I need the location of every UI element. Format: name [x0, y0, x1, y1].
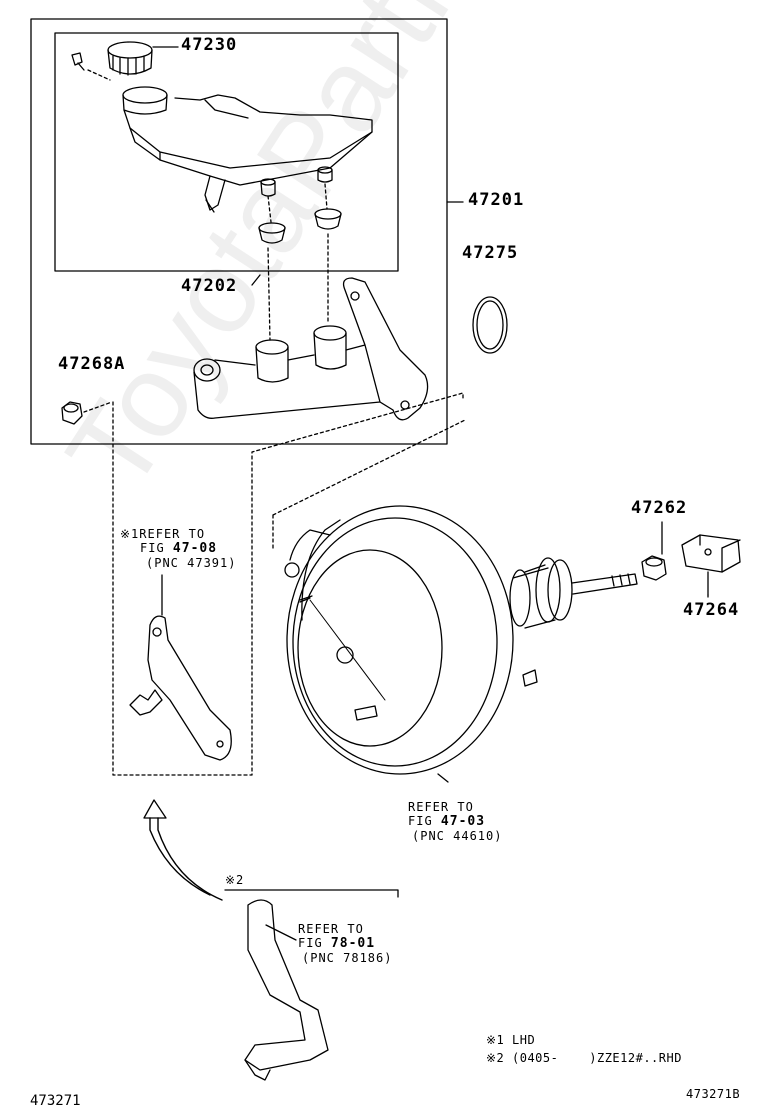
ref-lhd-mark: ※1 — [120, 527, 140, 541]
reservoir-tank — [122, 86, 373, 213]
brake-booster — [284, 505, 638, 783]
ref-rhd-fig-prefix: FIG — [298, 936, 323, 950]
part-number-47262: 47262 — [631, 498, 688, 518]
ref-rhd-fig: 78-01 — [330, 936, 376, 951]
part-number-47268A: 47268A — [58, 354, 126, 374]
ref-rhd-bracket: REFER TO FIG 78-01 (PNC 78186) — [298, 922, 392, 965]
part-number-47201: 47201 — [468, 190, 525, 210]
ref-lhd-fig-prefix: FIG — [140, 541, 165, 555]
part-number-47264: 47264 — [683, 600, 740, 620]
part-number-47230: 47230 — [181, 35, 238, 55]
ref-lhd-bracket: ※1REFER TO FIG 47-08 (PNC 47391) — [120, 527, 236, 570]
clevis-47264 — [681, 534, 741, 596]
part-number-47275: 47275 — [462, 243, 519, 263]
illustration-code-right: 473271B — [686, 1087, 741, 1101]
screw — [71, 52, 111, 81]
lhd-bracket — [129, 574, 232, 761]
reservoir-assembly-frame — [54, 32, 399, 272]
illustration-code-left: 473271 — [30, 1093, 81, 1109]
ref-lhd-pnc: (PNC 47391) — [146, 556, 237, 570]
nut-47262 — [641, 521, 667, 581]
master-cylinder — [193, 277, 429, 421]
rhd-bracket — [224, 889, 399, 1081]
47202-leader — [251, 274, 261, 286]
ref-booster-pnc: (PNC 44610) — [412, 829, 503, 843]
ref-lhd-fig: 47-08 — [172, 541, 218, 556]
ref-booster: REFER TO FIG 47-03 (PNC 44610) — [408, 800, 502, 843]
nut-47268A — [61, 401, 113, 425]
grommets — [258, 183, 342, 341]
ref-rhd-pnc: (PNC 78186) — [302, 951, 393, 965]
ref-booster-line1: REFER TO — [408, 800, 474, 814]
master-cylinder-assembly-frame — [30, 18, 448, 445]
ref-booster-fig-prefix: FIG — [408, 814, 433, 828]
lhd-bracket-frame — [112, 392, 464, 776]
booster-frame — [272, 419, 466, 549]
note-1: ※1 LHD — [486, 1033, 536, 1047]
ref-rhd-line1: REFER TO — [298, 922, 364, 936]
reservoir-cap-47230 — [107, 41, 179, 76]
note-2: ※2 (0405- )ZZE12#..RHD — [486, 1051, 682, 1065]
ref-rhd-mark: ※2 — [225, 873, 245, 887]
ref-booster-fig: 47-03 — [440, 814, 486, 829]
ref-lhd-line1: REFER TO — [139, 527, 206, 541]
o-ring-47275 — [472, 296, 508, 354]
part-number-47202: 47202 — [181, 276, 238, 296]
curved-arrow — [143, 799, 223, 901]
